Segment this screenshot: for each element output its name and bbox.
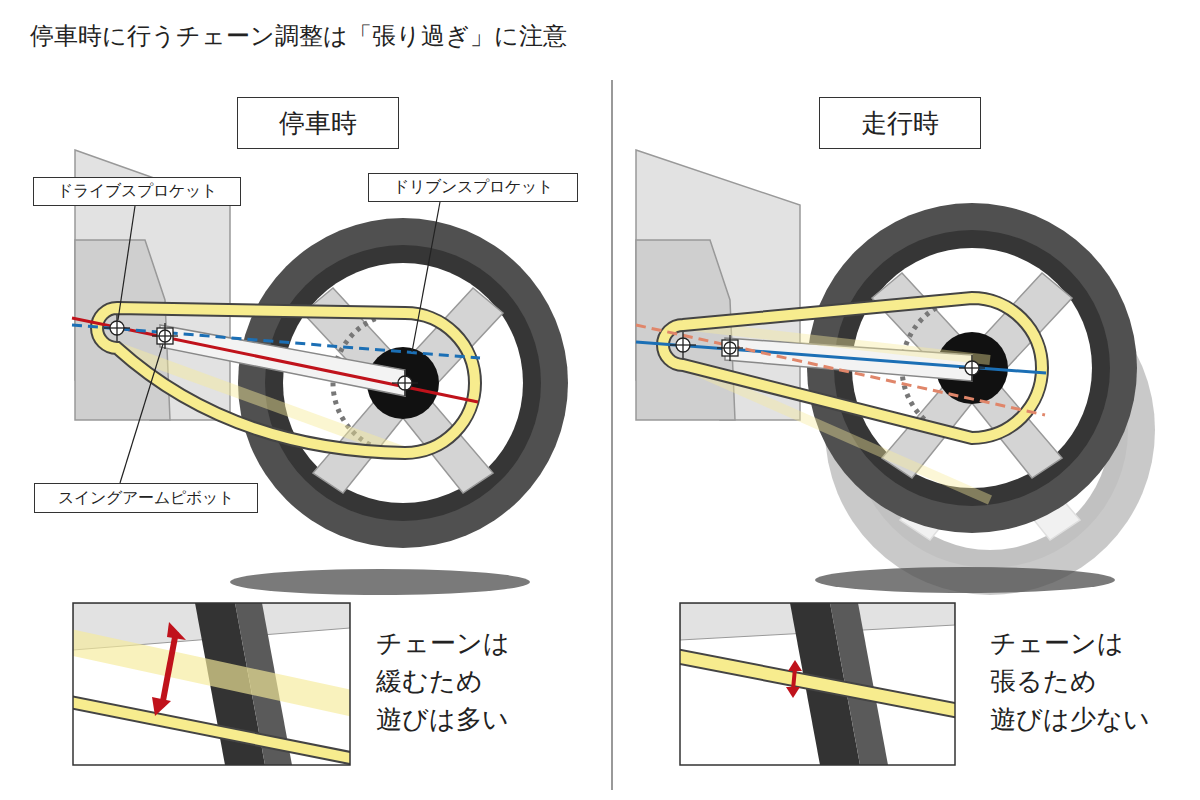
- box-text: スイングアームピボット: [58, 488, 234, 509]
- part-label: ドライブスプロケット: [33, 177, 241, 206]
- riding-scene: [636, 150, 1155, 595]
- box-text: ドリブンスプロケット: [393, 177, 553, 198]
- scene-header: 走行時: [819, 97, 981, 149]
- page-title: 停車時に行うチェーン調整は「張り過ぎ」に注意: [30, 20, 567, 52]
- part-label: ドリブンスプロケット: [368, 173, 578, 202]
- taut-inset: [680, 603, 955, 765]
- box-text: 走行時: [861, 106, 939, 141]
- note-text: チェーンは 緩むため 遊びは多い: [376, 624, 551, 738]
- scene-header: 停車時: [237, 97, 399, 149]
- box-text: 停車時: [279, 106, 357, 141]
- part-label: スイングアームピボット: [34, 483, 258, 513]
- slack-inset: [73, 603, 350, 765]
- divider: [611, 80, 613, 790]
- box-text: ドライブスプロケット: [57, 181, 217, 202]
- parked-scene: [72, 150, 568, 595]
- note-text: チェーンは 張るため 遊びは少ない: [990, 624, 1165, 738]
